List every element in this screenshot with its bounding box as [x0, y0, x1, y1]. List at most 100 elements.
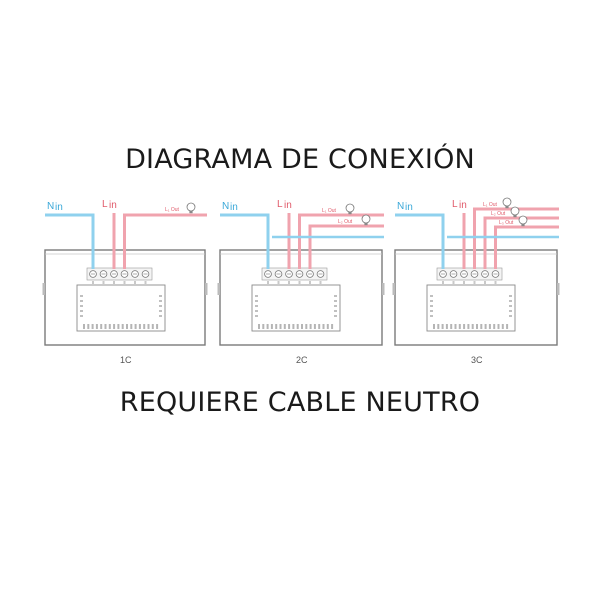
- vent-slot: [138, 324, 141, 329]
- side-vent: [159, 305, 162, 307]
- terminal-marker: [123, 281, 126, 284]
- vent-slot: [288, 324, 291, 329]
- side-vent: [334, 315, 337, 317]
- vent-slot: [156, 324, 159, 329]
- terminal-marker: [134, 281, 136, 284]
- side-vent: [80, 305, 83, 307]
- side-vent: [430, 310, 433, 312]
- vent-slot: [322, 324, 325, 329]
- bulb-icon: [186, 202, 196, 214]
- load-out-wire-1: [473, 207, 559, 269]
- vent-slot: [471, 324, 474, 329]
- side-clip-right: [557, 283, 560, 295]
- side-vent: [334, 310, 337, 312]
- bulb-base: [505, 205, 509, 209]
- vent-slot: [87, 324, 90, 329]
- vent-slot: [104, 324, 107, 329]
- side-vent: [159, 310, 162, 312]
- vent-slot: [458, 324, 461, 329]
- label-n-in-sub: in: [55, 202, 63, 213]
- side-vent: [509, 305, 512, 307]
- vent-slot: [258, 324, 260, 329]
- neutral-wire: [220, 213, 270, 269]
- terminal-marker: [494, 281, 497, 284]
- bulb-glass: [345, 203, 355, 213]
- vent-slot: [497, 324, 500, 329]
- terminal-marker: [113, 281, 115, 284]
- bulb-glass: [510, 206, 520, 216]
- load-out-wire-3: [494, 225, 559, 269]
- side-vent: [255, 305, 258, 307]
- label-l-in: L: [452, 199, 458, 210]
- vent-slot: [313, 324, 316, 329]
- vent-slot: [91, 324, 94, 329]
- neutral-wire: [45, 213, 95, 269]
- bulb-glass: [518, 215, 528, 225]
- neutral-required-note: REQUIERE CABLE NEUTRO: [119, 387, 481, 418]
- vent-slot: [331, 324, 334, 329]
- load-out-wire-2: [308, 224, 384, 269]
- side-vent: [334, 300, 337, 302]
- terminal-marker: [267, 281, 269, 284]
- side-vent: [509, 315, 512, 317]
- load-out-wire-1: [123, 213, 207, 269]
- vent-slot: [296, 324, 299, 329]
- vent-slot: [100, 324, 103, 329]
- bulb-icon: [361, 214, 371, 226]
- terminal-marker: [277, 281, 280, 284]
- terminal-marker: [298, 281, 301, 284]
- vent-slot: [454, 324, 457, 329]
- side-vent: [509, 310, 512, 312]
- side-clip-left: [392, 283, 395, 295]
- side-vent: [430, 300, 433, 302]
- vent-slot: [484, 324, 487, 329]
- terminal-marker: [92, 281, 94, 284]
- label-n-in-sub: in: [230, 202, 238, 213]
- vent-slot: [126, 324, 128, 329]
- label-n-in: N: [222, 201, 229, 212]
- module-body: [251, 284, 341, 332]
- side-vent: [80, 315, 83, 317]
- terminal-marker: [288, 281, 290, 284]
- label-l-in-sub: in: [284, 200, 292, 211]
- label-l-in-sub: in: [109, 200, 117, 211]
- terminal-marker: [484, 281, 486, 284]
- label-l3-out: L₃ Out: [499, 220, 514, 226]
- label-l-in-sub: in: [459, 200, 467, 211]
- bulb-base: [189, 210, 193, 214]
- bulb-base: [348, 211, 352, 215]
- vent-slot: [108, 324, 111, 329]
- label-n-in-sub: in: [405, 202, 413, 213]
- terminal-marker: [473, 281, 476, 284]
- vent-slot: [301, 324, 303, 329]
- module-caption-1c: 1C: [120, 355, 132, 365]
- label-l-in: L: [277, 199, 283, 210]
- label-l2-out: L₂ Out: [338, 219, 353, 225]
- vent-slot: [262, 324, 265, 329]
- vent-slot: [450, 324, 453, 329]
- side-vent: [509, 300, 512, 302]
- vent-slot: [143, 324, 146, 329]
- side-clip-right: [205, 283, 208, 295]
- vent-slot: [279, 324, 282, 329]
- bulb-glass: [502, 197, 512, 207]
- terminal-marker: [442, 281, 444, 284]
- vent-slot: [467, 324, 470, 329]
- vent-slot: [134, 324, 137, 329]
- bulb-base: [364, 222, 368, 226]
- vent-slot: [318, 324, 321, 329]
- side-vent: [509, 295, 512, 297]
- label-l1-out: L₁ Out: [483, 202, 498, 208]
- vent-slot: [117, 324, 120, 329]
- terminal-marker: [102, 281, 105, 284]
- bulb-base: [521, 223, 525, 227]
- vent-slot: [147, 324, 150, 329]
- side-vent: [80, 310, 83, 312]
- side-clip-right: [382, 283, 385, 295]
- side-vent: [255, 315, 258, 317]
- vent-slot: [266, 324, 269, 329]
- side-vent: [80, 300, 83, 302]
